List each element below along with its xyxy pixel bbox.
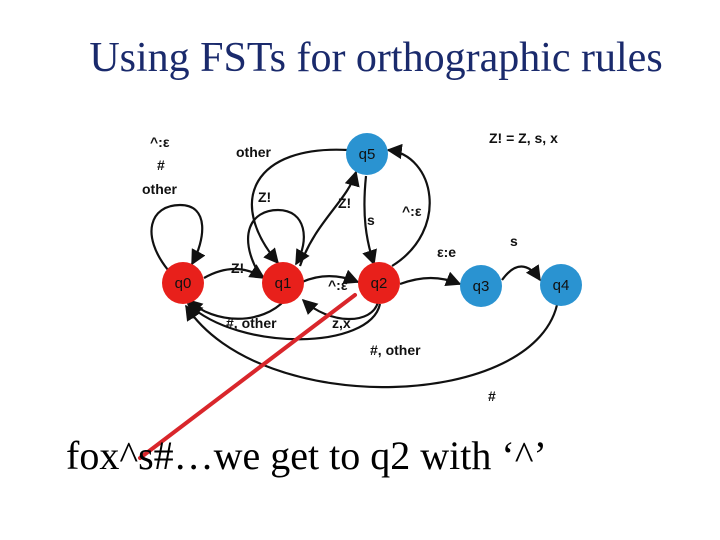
state-q5-circle xyxy=(346,133,388,175)
state-q5: q5 xyxy=(346,133,388,175)
label-q2-q0: #, other xyxy=(370,342,421,358)
state-q1: q1 xyxy=(262,262,304,304)
edge-q5-q1 xyxy=(250,148,349,265)
edge-q2-q1 xyxy=(301,298,380,321)
caption: fox^s#…we get to q2 with ‘^’ xyxy=(66,433,547,478)
edge-q0-loop xyxy=(150,203,206,271)
label-q2-q5: ^:ε xyxy=(402,203,422,219)
state-q4-circle xyxy=(540,264,582,306)
label-q0-q1: Z! xyxy=(231,260,244,276)
state-q3: q3 xyxy=(460,265,502,307)
state-q5-label: q5 xyxy=(359,146,376,163)
label-q5-q2: s xyxy=(367,212,375,228)
state-q4-label: q4 xyxy=(553,277,570,294)
edge-q3-q4 xyxy=(501,264,541,282)
state-q2-label: q2 xyxy=(371,275,388,292)
edge-q2-q0 xyxy=(186,302,382,341)
label-q0-loop-3: other xyxy=(142,181,178,197)
label-q1-q5: Z! xyxy=(338,195,351,211)
label-q3-q4: s xyxy=(510,233,518,249)
label-q1-q2: ^:ε xyxy=(328,277,348,293)
label-q0-loop-1: ^:ε xyxy=(150,134,170,150)
state-q1-circle xyxy=(262,262,304,304)
state-q0-circle xyxy=(162,262,204,304)
edge-q1-q2 xyxy=(301,269,360,285)
pointer-line xyxy=(138,293,357,460)
label-q1-loop: Z! xyxy=(258,189,271,205)
legend-text: Z! = Z, s, x xyxy=(489,130,558,146)
state-q2-circle xyxy=(358,262,400,304)
edge-q2-q5 xyxy=(386,143,431,267)
state-q4: q4 xyxy=(540,264,582,306)
edges xyxy=(150,143,560,389)
state-q2: q2 xyxy=(358,262,400,304)
edge-q0-q1 xyxy=(203,264,266,279)
edge-labels: ^:ε # other Z! Z! #, other ^:ε #, other … xyxy=(142,134,518,404)
state-q3-label: q3 xyxy=(473,278,490,295)
edge-q5-q2 xyxy=(362,175,377,266)
label-q1-q0: #, other xyxy=(226,315,277,331)
state-q1-label: q1 xyxy=(275,275,292,292)
edge-q2-q3 xyxy=(399,271,462,287)
label-q2-q1: z,x xyxy=(332,315,351,331)
state-q3-circle xyxy=(460,265,502,307)
state-q0-label: q0 xyxy=(175,275,192,292)
edge-q1-loop xyxy=(247,208,310,273)
slide-title: Using FSTs for orthographic rules xyxy=(89,35,663,81)
label-q4-q0: # xyxy=(488,388,496,404)
edge-q1-q5 xyxy=(298,170,360,267)
label-q2-q3: ε:e xyxy=(437,244,456,260)
label-q0-loop-2: # xyxy=(157,157,165,173)
label-q5-q1: other xyxy=(236,144,272,160)
state-q0: q0 xyxy=(162,262,204,304)
edge-q4-q0 xyxy=(185,299,560,389)
